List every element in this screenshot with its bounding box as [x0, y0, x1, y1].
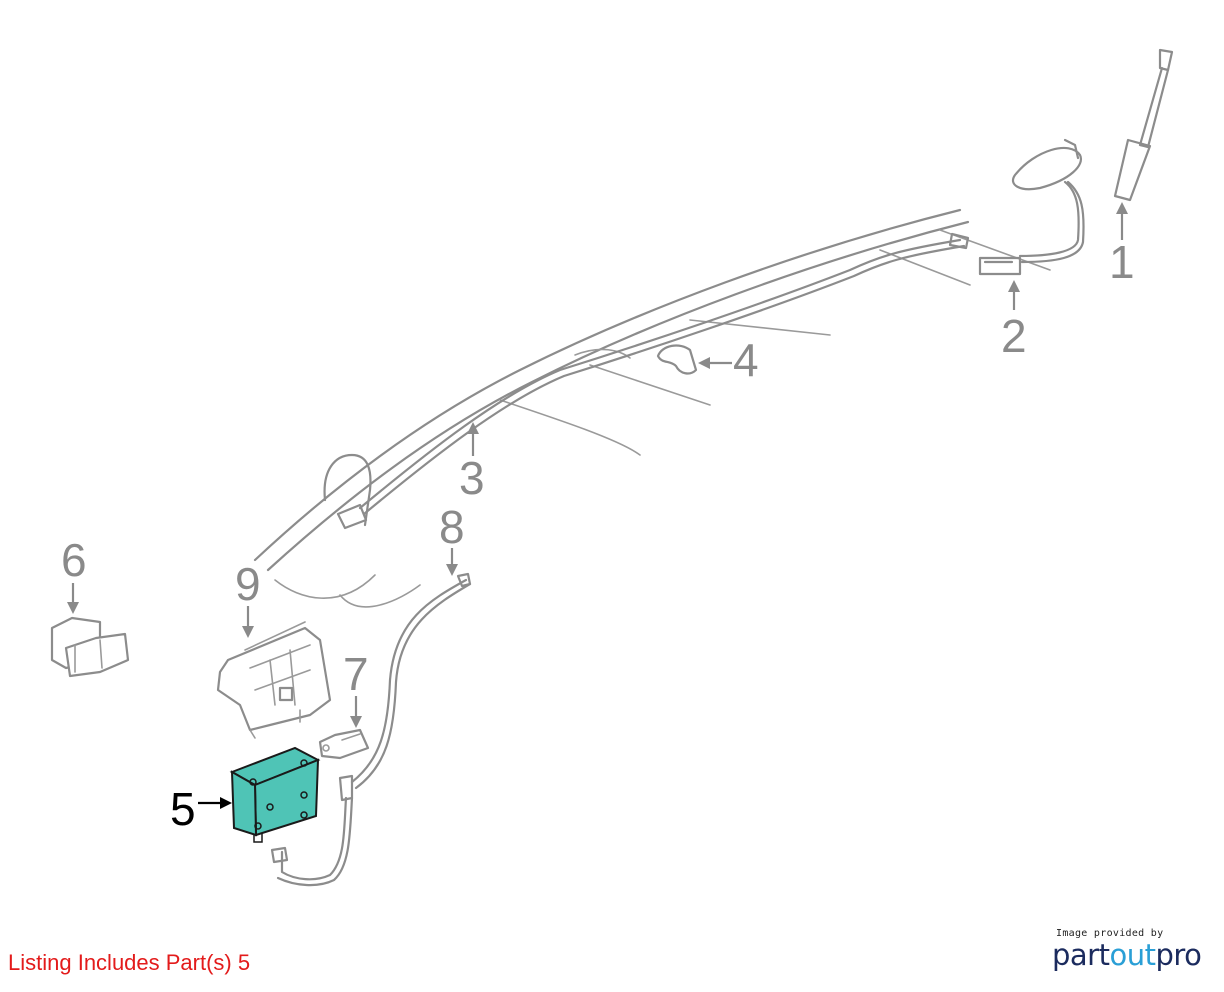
seat-headrest: [323, 453, 372, 527]
part-4-clip: [656, 344, 698, 375]
callout-number: 8: [439, 501, 465, 553]
callout-1: 1: [1109, 202, 1135, 288]
callout-6: 6: [61, 534, 87, 614]
callout-number: 6: [61, 534, 87, 586]
part-3-roof-cable: [336, 232, 970, 530]
callout-9: 9: [235, 558, 261, 638]
callout-7: 7: [343, 648, 369, 728]
image-credit: Image provided by partoutpro: [1052, 928, 1212, 971]
part-2-antenna-base: [978, 138, 1085, 276]
logo-out: out: [1109, 938, 1156, 972]
part-1-antenna-mast: [1113, 48, 1174, 202]
listing-note: Listing Includes Part(s) 5: [8, 950, 251, 975]
part-7-bracket: [318, 728, 370, 760]
callout-number: 4: [733, 334, 759, 386]
callout-5: 5: [170, 783, 232, 835]
part-9-junction-block: [216, 621, 332, 739]
partoutpro-logo: partoutpro: [1052, 939, 1212, 971]
logo-part: part: [1052, 938, 1110, 972]
callout-number: 2: [1001, 310, 1027, 362]
part-6-connector: [50, 616, 130, 678]
callout-number: 3: [459, 452, 485, 504]
part-8-cable: [270, 572, 472, 887]
callout-number: 7: [343, 648, 369, 700]
credit-caption: Image provided by: [1056, 928, 1164, 939]
logo-pro: pro: [1155, 938, 1202, 972]
callout-8: 8: [439, 501, 465, 576]
callout-number: 1: [1109, 236, 1135, 288]
callout-number: 5: [170, 783, 196, 835]
callout-number: 9: [235, 558, 261, 610]
callout-3: 3: [459, 422, 485, 504]
callout-4: 4: [698, 334, 759, 386]
roof-outline: [253, 208, 1051, 608]
part-5-control-module: [229, 746, 321, 843]
callout-2: 2: [1001, 280, 1027, 362]
